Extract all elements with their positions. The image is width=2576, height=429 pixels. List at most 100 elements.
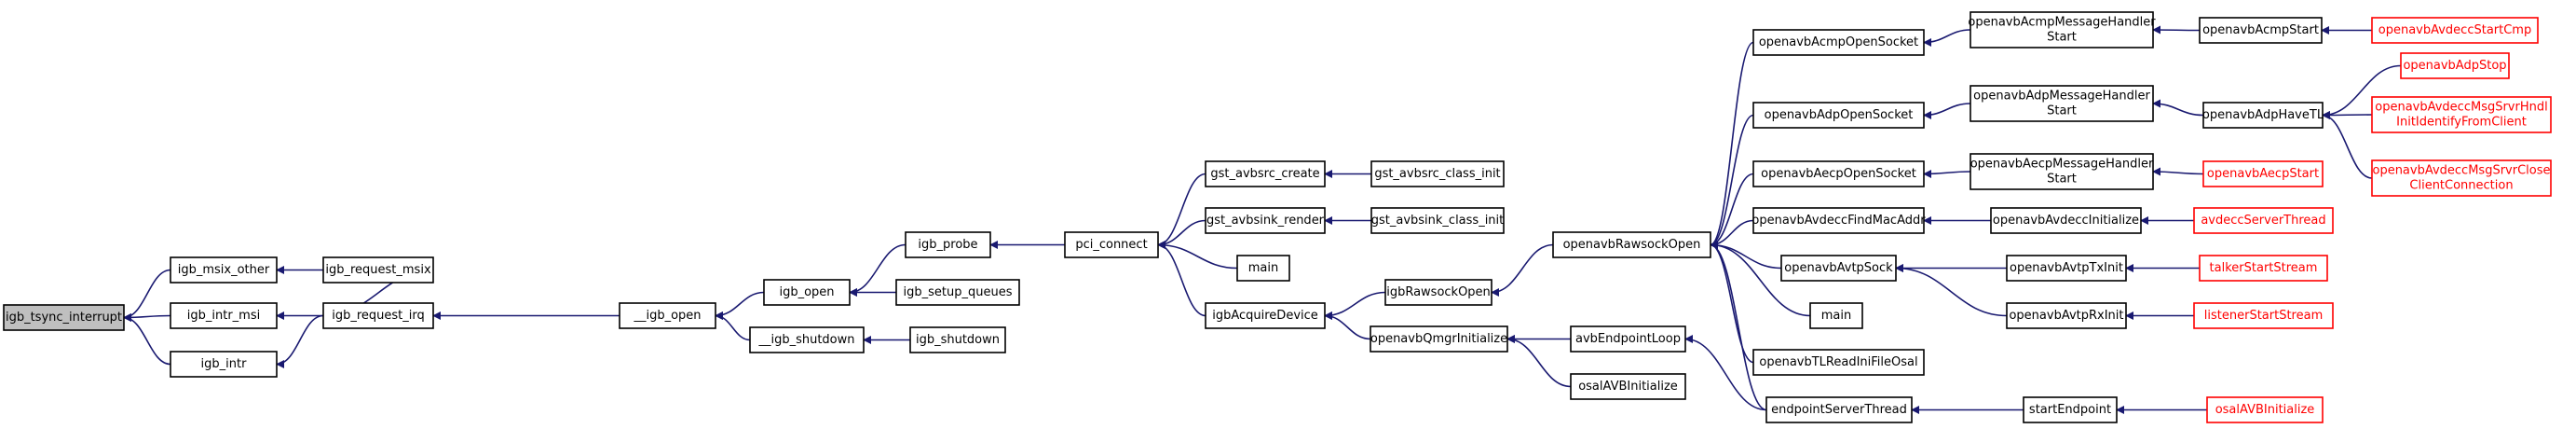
edge-line (276, 314, 324, 368)
node-box (1552, 231, 1711, 258)
node-openavb-avtp-tx-init[interactable]: openavbAvtpTxInit (2006, 255, 2127, 282)
node-box (1236, 255, 1290, 282)
node-gst-avbsink-render[interactable]: gst_avbsink_render (1205, 207, 1326, 234)
edge-openavb-aecp-message-handler-start-to-openavb-aecp-open-socket (1923, 169, 1971, 178)
node-igb-shutdown[interactable]: __igb_shutdown (749, 326, 865, 353)
edges-layer (123, 25, 2402, 414)
node-openavb-avdecc-start-cmp[interactable]: openavbAvdeccStartCmp (2371, 17, 2539, 44)
edge-line (1684, 335, 1767, 411)
node-box (1370, 325, 1508, 353)
edge-igb-acquire-device-to-pci-connect (1157, 241, 1206, 317)
edge-line (1157, 241, 1238, 270)
node-openavb-aecp-start[interactable]: openavbAecpStart (2202, 160, 2324, 187)
node-label: endpointServerThread (1771, 403, 1907, 417)
edge-openavb-avdecc-msg-srvr-hndl-init-identify-from-client-to-openavb-adp-have-tl (2322, 110, 2373, 119)
node-igb-request-msix[interactable]: igb_request_msix (322, 256, 434, 284)
edge-line (1157, 173, 1206, 249)
node-box (1752, 160, 1925, 187)
node-box (1370, 160, 1505, 187)
node-openavb-acmp-start[interactable]: openavbAcmpStart (2199, 17, 2323, 44)
node-igb-msix-other[interactable]: igb_msix_other (170, 256, 278, 284)
node-label: openavbAdpHaveTL (2202, 108, 2324, 122)
node-igb-rawsock-open[interactable]: igbRawsockOpen (1384, 279, 1492, 306)
node-openavb-rawsock-open[interactable]: openavbRawsockOpen (1552, 231, 1711, 258)
node-openavb-adp-stop[interactable]: openavbAdpStop (2400, 52, 2510, 79)
node-label: openavbAecpMessageHandler (1970, 158, 2154, 172)
edge-line (1710, 41, 1754, 249)
node-box (1384, 279, 1492, 306)
node-openavb-avtp-rx-init[interactable]: openavbAvtpRxInit (2006, 302, 2127, 329)
node-label: openavbAvtpRxInit (2009, 309, 2123, 323)
node-box (619, 302, 716, 329)
node-openavb-adp-have-tl[interactable]: openavbAdpHaveTL (2202, 102, 2324, 129)
node-openavb-tlread-ini-file-osal[interactable]: openavbTLReadIniFileOsal (1752, 349, 1925, 376)
node-openavb-acmp-open-socket[interactable]: openavbAcmpOpenSocket (1752, 29, 1925, 56)
edge-line (1923, 103, 1971, 119)
node-label: openavbAvdeccMsgSrvrClose (2372, 164, 2550, 178)
node-osal-avbinitialize1[interactable]: osalAVBInitialize (1570, 373, 1686, 400)
node-openavb-avdecc-msg-srvr-close-client-connection[interactable]: openavbAvdeccMsgSrvrCloseClientConnectio… (2371, 159, 2552, 197)
node-label: ClientConnection (2409, 179, 2513, 193)
edge-igb-intr-to-igb-tsync-interrupt (123, 313, 171, 366)
node-gst-avbsrc-class-init[interactable]: gst_avbsrc_class_init (1370, 160, 1505, 187)
node-box (2371, 159, 2552, 197)
node-gst-avbsrc-create[interactable]: gst_avbsrc_create (1205, 160, 1326, 187)
node-openavb-qmgr-initialize[interactable]: openavbQmgrInitialize (1370, 325, 1508, 353)
edge-openavb-acmp-start-to-openavb-acmp-message-handler-start (2152, 25, 2201, 35)
node-igb-open[interactable]: igb_open (763, 279, 851, 306)
edge-openavb-avdecc-msg-srvr-close-client-connection-to-openavb-adp-have-tl (2322, 111, 2373, 179)
nodes-layer: igb_tsync_interruptigb_msix_otherigb_int… (3, 11, 2552, 423)
node-label: startEndpoint (2029, 403, 2111, 417)
node-main2[interactable]: main (1809, 302, 1863, 329)
node-label: igb_intr_msi (187, 309, 260, 323)
node-avb-endpoint-loop[interactable]: avbEndpointLoop (1570, 325, 1686, 353)
edge-line (1324, 291, 1386, 320)
node-label: openavbAvdeccFindMacAddr (1751, 214, 1926, 228)
node-label: listenerStartStream (2204, 309, 2323, 323)
node-box (2400, 52, 2510, 79)
node-igb-probe[interactable]: igb_probe (905, 231, 991, 258)
node-gst-avbsink-class-init[interactable]: gst_avbsink_class_init (1370, 207, 1505, 234)
node-box (2202, 160, 2324, 187)
node-igb-acquire-device[interactable]: igbAcquireDevice (1205, 302, 1326, 329)
node-osal-avbinitialize2[interactable]: osalAVBInitialize (2206, 396, 2324, 423)
edge-line (1506, 335, 1572, 388)
node-openavb-adp-open-socket[interactable]: openavbAdpOpenSocket (1752, 102, 1925, 129)
edge-line (1710, 114, 1754, 249)
node-avdecc-server-thread[interactable]: avdeccServerThread (2193, 207, 2334, 234)
node-label: avbEndpointLoop (1575, 332, 1681, 346)
node-box (1752, 102, 1925, 129)
node-igb-open[interactable]: __igb_open (619, 302, 716, 329)
node-endpoint-server-thread[interactable]: endpointServerThread (1765, 396, 1913, 423)
node-label: igbAcquireDevice (1212, 309, 1318, 323)
node-label: igb_intr (201, 357, 248, 371)
node-main1[interactable]: main (1236, 255, 1290, 282)
node-igb-intr-msi[interactable]: igb_intr_msi (170, 302, 278, 329)
node-openavb-avdecc-msg-srvr-hndl-init-identify-from-client[interactable]: openavbAvdeccMsgSrvrHndlInitIdentifyFrom… (2371, 96, 2552, 133)
edge-line (2152, 167, 2204, 176)
node-openavb-avdecc-initialize[interactable]: openavbAvdeccInitialize (1990, 207, 2142, 234)
node-label: openavbRawsockOpen (1563, 238, 1701, 252)
edge-line (1710, 173, 1754, 249)
node-box (1205, 207, 1326, 234)
node-pci-connect[interactable]: pci_connect (1064, 231, 1159, 258)
node-talker-start-stream[interactable]: talkerStartStream (2199, 255, 2328, 282)
node-label: igb_request_irq (332, 309, 425, 323)
node-openavb-avtp-sock[interactable]: openavbAvtpSock (1780, 255, 1897, 282)
node-igb-intr[interactable]: igb_intr (170, 351, 278, 378)
node-box (1765, 396, 1913, 423)
node-igb-request-irq[interactable]: igb_request_irq (322, 302, 434, 329)
edge-openavb-aecp-open-socket-to-openavb-rawsock-open (1710, 173, 1754, 249)
node-listener-start-stream[interactable]: listenerStartStream (2193, 302, 2334, 329)
node-openavb-avdecc-find-mac-addr[interactable]: openavbAvdeccFindMacAddr (1751, 207, 1926, 234)
node-igb-shutdown[interactable]: igb_shutdown (909, 326, 1006, 353)
node-box (1969, 85, 2154, 122)
node-start-endpoint[interactable]: startEndpoint (2023, 396, 2118, 423)
node-box (1780, 255, 1897, 282)
node-openavb-aecp-open-socket[interactable]: openavbAecpOpenSocket (1752, 160, 1925, 187)
node-igb-setup-queues[interactable]: igb_setup_queues (895, 279, 1020, 306)
